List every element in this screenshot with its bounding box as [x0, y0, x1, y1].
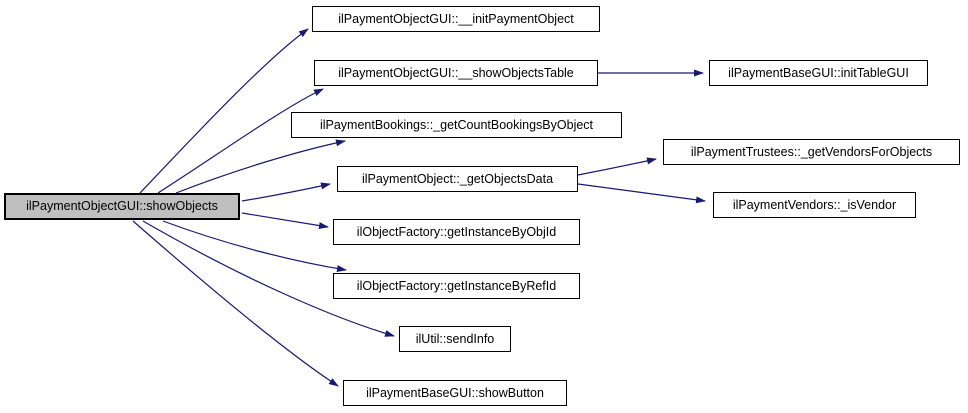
node-init-payment-object[interactable]: ilPaymentObjectGUI::__initPaymentObject — [312, 6, 600, 32]
node-label: ilObjectFactory::getInstanceByObjId — [356, 224, 557, 239]
edge-show-objects-to-get-count-bookings-by-object — [175, 139, 346, 194]
edge-show-objects-to-get-instance-by-obj-id — [241, 212, 329, 230]
node-label: ilObjectFactory::getInstanceByRefId — [356, 278, 557, 293]
edge-get-objects-data-to-is-vendor — [577, 183, 706, 204]
node-label: ilPaymentObject::_getObjectsData — [361, 171, 554, 186]
edge-show-objects-to-show-objects-table — [157, 88, 324, 194]
node-init-table-gui[interactable]: ilPaymentBaseGUI::initTableGUI — [709, 60, 928, 86]
node-get-count-bookings-by-object[interactable]: ilPaymentBookings::_getCountBookingsByOb… — [291, 112, 622, 138]
node-label: ilPaymentTrustees::_getVendorsForObjects — [690, 144, 933, 159]
edge-show-objects-to-get-objects-data — [241, 182, 331, 202]
node-label: ilPaymentVendors::_isVendor — [732, 197, 897, 212]
edge-get-objects-data-to-get-vendors-for-objects — [577, 157, 657, 176]
node-get-objects-data[interactable]: ilPaymentObject::_getObjectsData — [337, 166, 578, 192]
node-show-objects-table[interactable]: ilPaymentObjectGUI::__showObjectsTable — [314, 60, 598, 86]
node-label: ilPaymentBaseGUI::showButton — [366, 385, 544, 400]
node-get-instance-by-ref-id[interactable]: ilObjectFactory::getInstanceByRefId — [333, 273, 580, 299]
node-is-vendor[interactable]: ilPaymentVendors::_isVendor — [713, 192, 916, 218]
node-label: ilPaymentObjectGUI::__showObjectsTable — [338, 65, 574, 80]
edge-show-objects-to-init-payment-object — [139, 28, 309, 194]
node-show-button[interactable]: ilPaymentBaseGUI::showButton — [343, 380, 567, 406]
edge-show-objects-to-get-instance-by-ref-id — [162, 220, 347, 273]
node-label: ilPaymentObjectGUI::showObjects — [26, 199, 218, 214]
node-label: ilPaymentBookings::_getCountBookingsByOb… — [319, 117, 594, 132]
edge-show-objects-to-show-button — [132, 220, 339, 387]
node-label: ilUtil::sendInfo — [415, 331, 495, 346]
node-get-instance-by-obj-id[interactable]: ilObjectFactory::getInstanceByObjId — [333, 219, 580, 245]
edge-show-objects-to-send-info — [142, 220, 395, 337]
node-show-objects: ilPaymentObjectGUI::showObjects — [4, 193, 240, 220]
node-get-vendors-for-objects[interactable]: ilPaymentTrustees::_getVendorsForObjects — [663, 139, 960, 165]
node-label: ilPaymentBaseGUI::initTableGUI — [728, 65, 909, 80]
node-label: ilPaymentObjectGUI::__initPaymentObject — [338, 11, 574, 26]
node-send-info[interactable]: ilUtil::sendInfo — [399, 326, 511, 352]
